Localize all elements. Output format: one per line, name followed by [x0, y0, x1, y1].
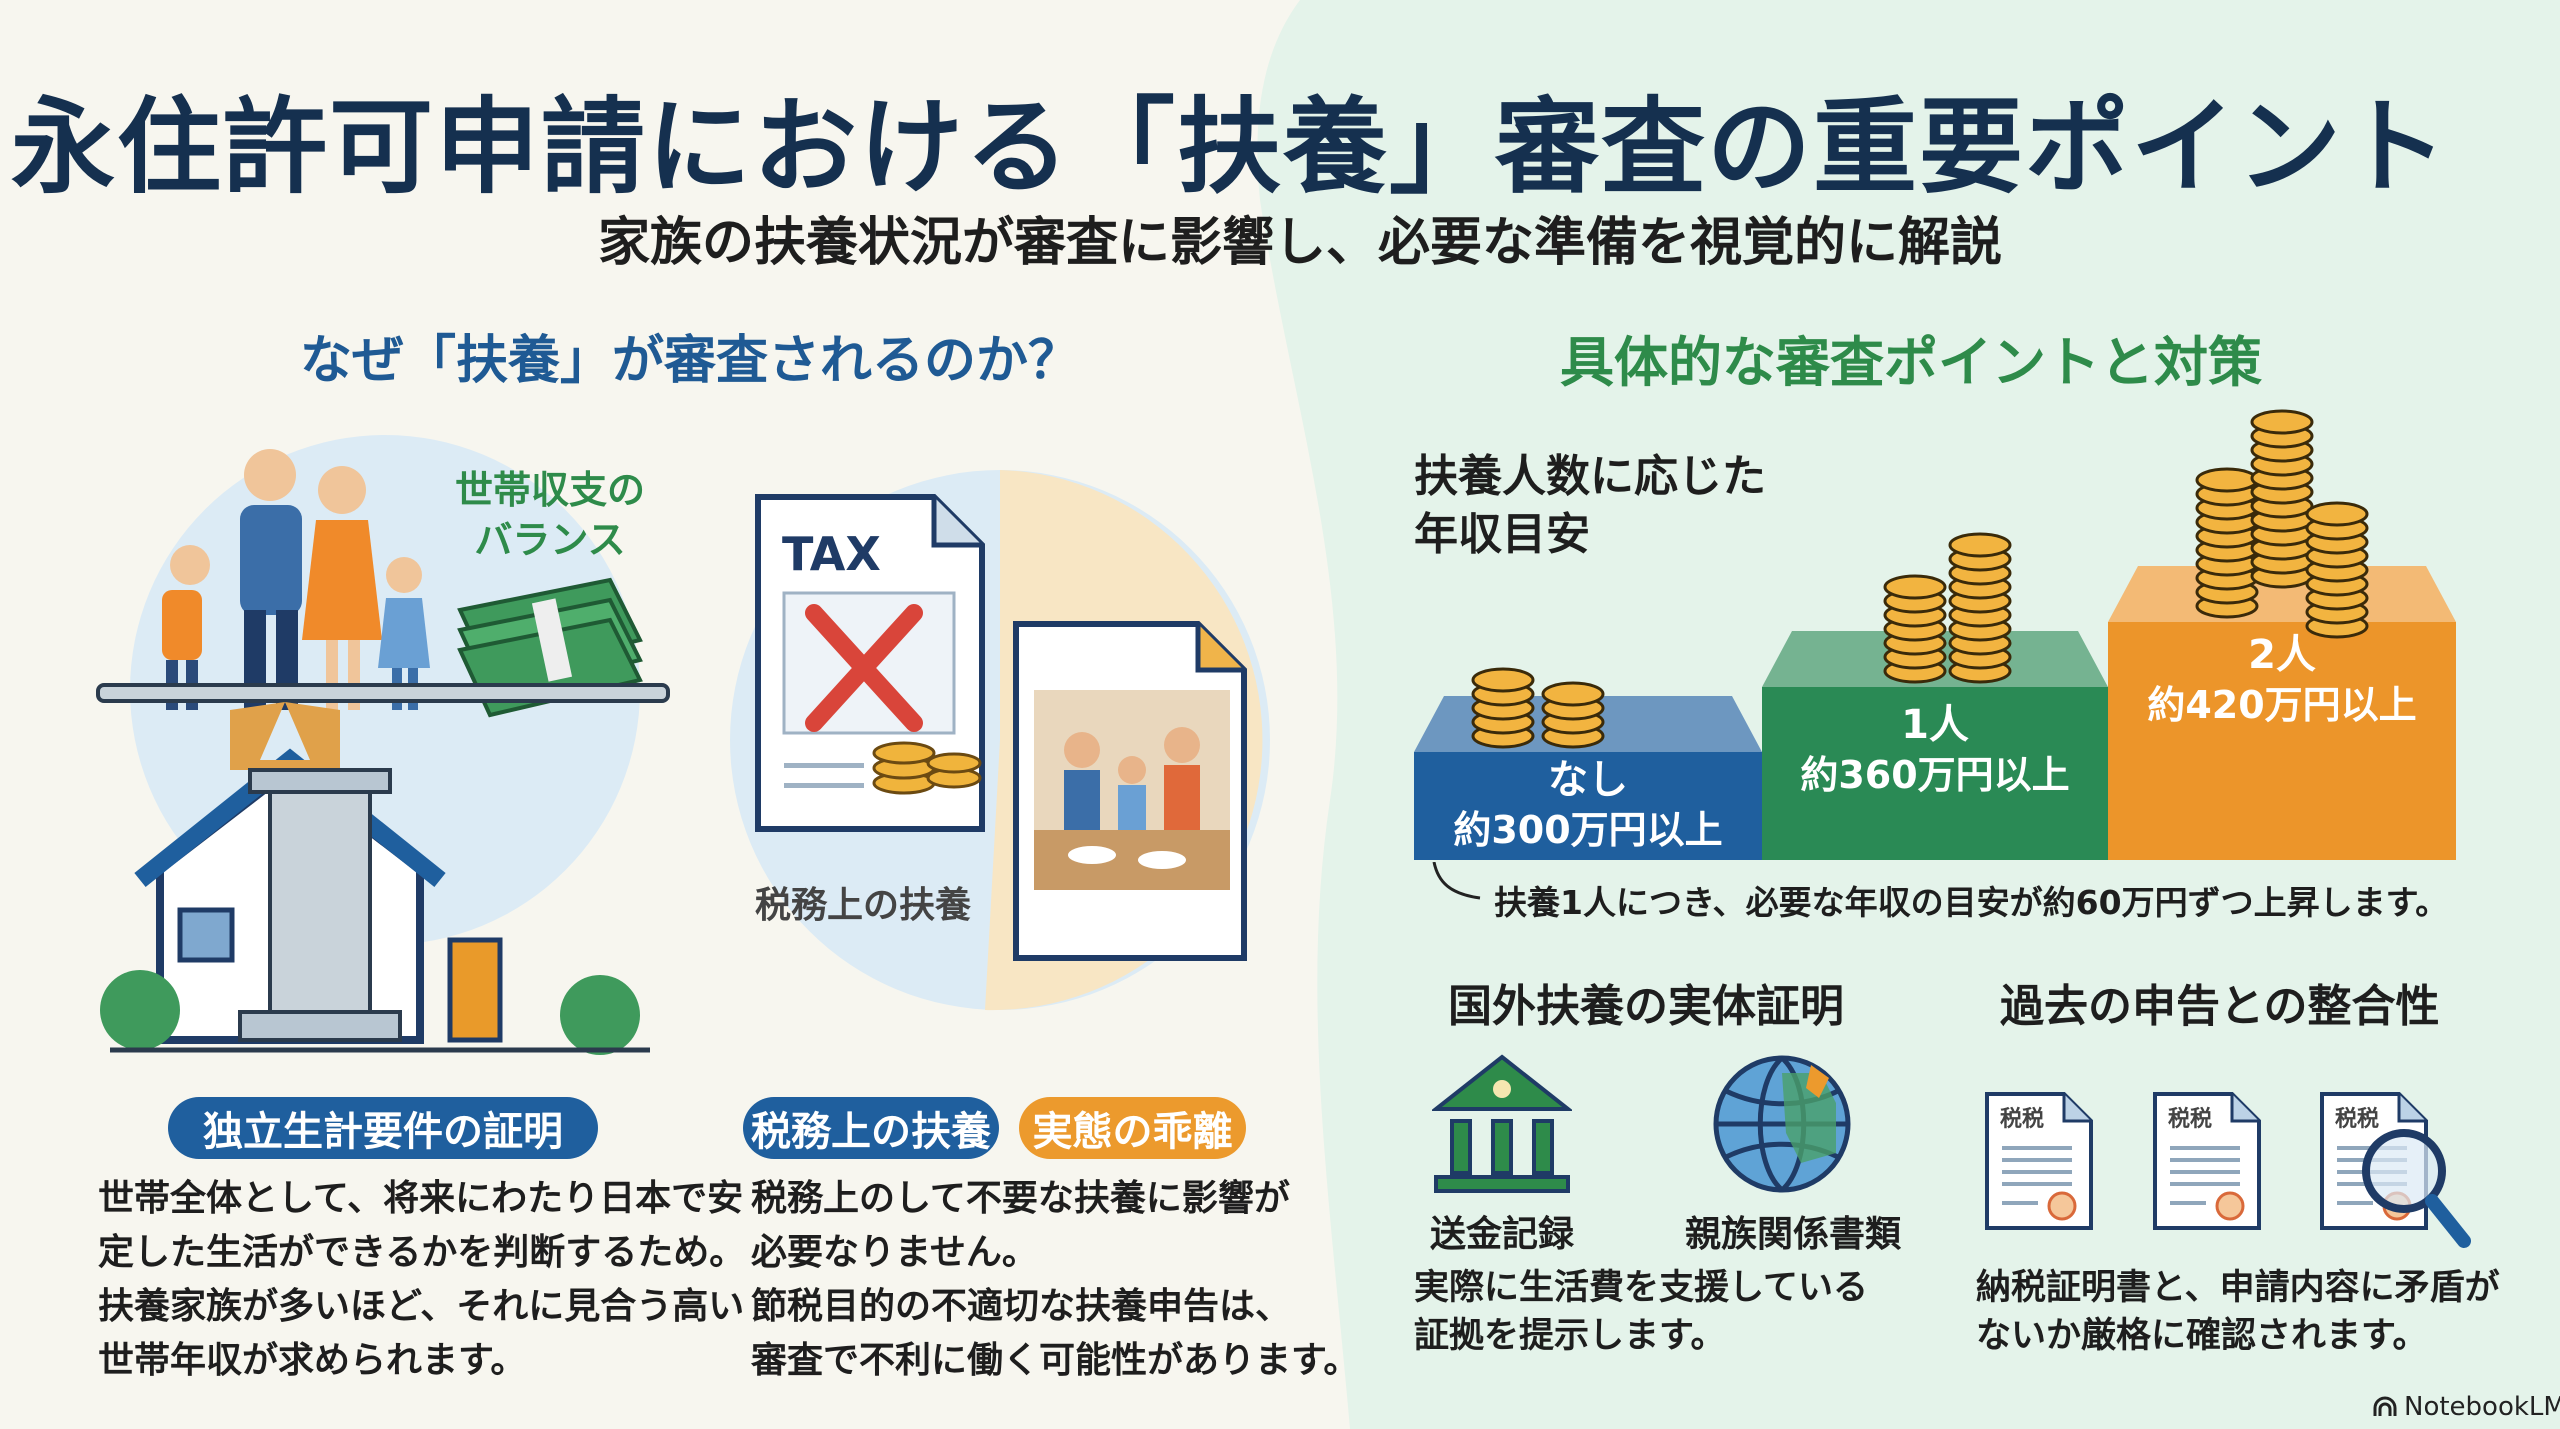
text-line: 定した生活ができるかを判断するため。 [98, 1232, 746, 1273]
page-subtitle: 家族の扶養状況が審査に影響し、必要な準備を視覚的に解説 [597, 213, 2002, 273]
pill-reality-gap: 実態の乖離 [1019, 1097, 1246, 1159]
coin [1471, 667, 1535, 693]
text-line: 証拠を提示します。 [1414, 1316, 1726, 1356]
page-title: 永住許可申請における「扶養」審査の重要ポイント [10, 86, 2449, 208]
notebooklm-logo: NotebookLM [2372, 1392, 2560, 1422]
magnifier-icon [2362, 1129, 2471, 1248]
tax-certificate-icon: 税税 [1984, 1091, 2094, 1231]
bank-icon [1432, 1054, 1572, 1193]
coin [1948, 532, 2012, 558]
text-line: 必要なりません。 [751, 1232, 1038, 1273]
income-chart-title: 扶養人数に応じた年収目安 [1414, 448, 1766, 564]
remittance-records-label: 送金記録 [1430, 1214, 1575, 1255]
text-line: 世帯年収が求められます。 [98, 1340, 527, 1381]
text-line: 納税証明書と、申請内容に矛盾が [1976, 1268, 2500, 1308]
text-line: 扶養家族が多いほど、それに見合う高い [98, 1286, 745, 1327]
past-filing-body-text: 納税証明書と、申請内容に矛盾が ないか厳格に確認されます。 [1976, 1264, 2500, 1360]
pillar-icon [230, 702, 340, 770]
step-front-face [2108, 622, 2456, 860]
left-section-heading: なぜ「扶養」が審査されるのか？ [300, 331, 1081, 391]
doc-label: 税税 [2000, 1107, 2045, 1132]
balance-label-line-1: 世帯収支の [455, 468, 646, 512]
income-steps-graphic [1414, 409, 2456, 860]
step-front-face [1762, 687, 2108, 860]
family-photo-document-icon [1013, 621, 1247, 961]
seesaw-beam [96, 683, 670, 703]
notebooklm-icon [2373, 1396, 2397, 1416]
overseas-dependent-heading: 国外扶養の実体証明 [1448, 981, 1844, 1032]
chart-title-line-2: 年収目安 [1414, 509, 1590, 560]
pill-independent-livelihood: 独立生計要件の証明 [168, 1097, 598, 1159]
overseas-body-text: 実際に生活費を支援している 証拠を提示します。 [1414, 1264, 1868, 1360]
coin [2195, 467, 2259, 493]
left-body-text-2: 税務上のして不要な扶養に影響が 必要なりません。 節税目的の不適切な扶養申告は、… [751, 1172, 1359, 1388]
step-value: 約420万円以上 [2147, 683, 2417, 727]
family-balance-illustration [96, 449, 670, 1055]
kinship-documents-label: 親族関係書類 [1685, 1214, 1902, 1255]
step-none: なし約300万円以上 [1414, 755, 1762, 855]
text-line: 税務上のして不要な扶養に影響が [751, 1178, 1290, 1219]
balance-label-line-2: バランス [474, 518, 626, 562]
step-people: なし [1548, 757, 1628, 803]
tax-certificate-icon: 税税 [2319, 1091, 2471, 1248]
coin [1883, 574, 1947, 600]
chart-title-line-1: 扶養人数に応じた [1414, 451, 1766, 502]
tax-certificate-icon: 税税 [2152, 1091, 2262, 1231]
step-people: 2人 [2248, 632, 2316, 678]
coin [2250, 409, 2314, 435]
step-value: 約360万円以上 [1800, 753, 2070, 797]
text-line: 審査で不利に働く可能性があります。 [751, 1340, 1360, 1381]
tax-document-icon: TAX [754, 493, 986, 833]
right-section-heading: 具体的な審査ポイントと対策 [1560, 331, 2262, 394]
text-line: ないか厳格に確認されます。 [1976, 1316, 2428, 1356]
text-line: 節税目的の不適切な扶養申告は、 [751, 1286, 1292, 1327]
step-top-face [2108, 566, 2456, 622]
increment-caption: 扶養1人につき、必要な年収の目安が約60万円ずつ上昇します。 [1494, 883, 2449, 922]
coin [2305, 501, 2369, 527]
doc-label: 税税 [2168, 1107, 2213, 1132]
coin [1541, 681, 1605, 707]
past-filing-heading: 過去の申告との整合性 [2000, 981, 2440, 1032]
pill-tax-dependent: 税務上の扶養 [743, 1097, 999, 1159]
step-two: 2人約420万円以上 [2108, 630, 2456, 730]
tax-dependent-label: 税務上の扶養 [755, 885, 972, 926]
brand-name: NotebookLM [2404, 1392, 2560, 1422]
text-line: 世帯全体として、将来にわたり日本で安 [98, 1178, 744, 1219]
step-people: 1人 [1901, 702, 1969, 748]
caption-pointer-line [1432, 862, 1481, 900]
balance-label: 世帯収支のバランス [455, 465, 645, 565]
left-body-text-1: 世帯全体として、将来にわたり日本で安 定した生活ができるかを判断するため。 扶養… [98, 1172, 745, 1388]
text-line: 実際に生活費を支援している [1414, 1268, 1868, 1308]
globe-icon [1713, 1055, 1851, 1193]
tax-doc-text: TAX [782, 527, 881, 581]
step-one: 1人約360万円以上 [1762, 700, 2108, 800]
doc-label: 税税 [2335, 1107, 2380, 1132]
step-value: 約300万円以上 [1453, 808, 1723, 852]
step-front-face [1414, 752, 1762, 860]
